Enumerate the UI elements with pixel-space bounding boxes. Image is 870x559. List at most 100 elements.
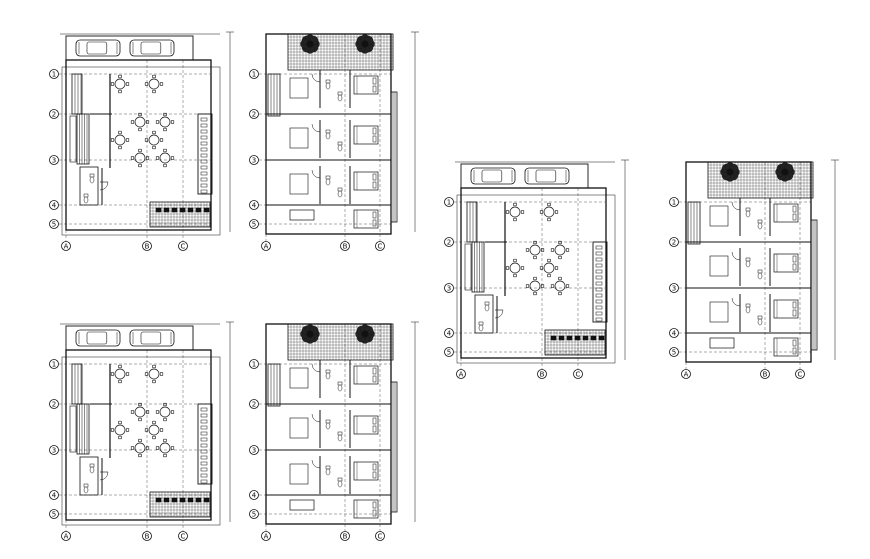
- chair-icon: [505, 266, 510, 270]
- toilet-tank: [337, 141, 343, 146]
- grid-bubble-row-4: 4: [249, 200, 259, 210]
- grid-bubble-row-2: 2: [249, 399, 259, 409]
- grid-bubble-row-3: 3: [444, 283, 454, 293]
- grid-bubble: [49, 200, 59, 210]
- grid-bubble-row-5: 5: [249, 509, 259, 519]
- grid-label: C: [181, 243, 186, 251]
- toilet-icon: [83, 483, 89, 494]
- bar-stool: [200, 437, 208, 442]
- tree-icon: [775, 162, 795, 182]
- toilet-icon: [337, 431, 343, 442]
- chair-icon: [110, 138, 115, 142]
- sofa-icon: [289, 209, 315, 221]
- grid-bubble: [537, 369, 547, 379]
- toilet-icon: [337, 141, 343, 152]
- room-furniture: [709, 301, 729, 323]
- grid-label: 2: [447, 239, 451, 247]
- grid-bubble: [669, 237, 679, 247]
- grid-label: B: [540, 371, 545, 379]
- planter-block: [163, 497, 170, 503]
- grid-bubble-row-1: 1: [249, 359, 259, 369]
- chair-icon: [144, 138, 149, 142]
- chair-icon: [138, 112, 142, 117]
- stair: [687, 201, 701, 245]
- grid-label: 5: [447, 349, 451, 357]
- grid-label: A: [264, 243, 269, 251]
- bar-stool: [595, 257, 603, 262]
- dining-table-icon: [550, 240, 570, 260]
- car-body: [129, 329, 175, 347]
- bar-stool: [200, 135, 208, 140]
- grid-bubble-row-3: 3: [249, 445, 259, 455]
- grid-bubble: [261, 531, 271, 541]
- stair-left: [466, 201, 478, 243]
- dining-table-icon: [155, 438, 175, 458]
- grid-bubble-col-C: C: [178, 241, 188, 251]
- grid-bubble-row-2: 2: [669, 237, 679, 247]
- entrance-terrace: [149, 491, 211, 518]
- pillow: [372, 471, 377, 479]
- site-outline: [61, 66, 221, 236]
- toilet-icon: [757, 219, 763, 230]
- table-top: [114, 368, 126, 380]
- table-top: [159, 406, 171, 418]
- sofa-icon: [289, 499, 315, 511]
- grid-label: A: [64, 243, 69, 251]
- toilet-icon: [745, 207, 751, 218]
- toilet-bowl: [325, 468, 331, 476]
- grid-label: 3: [672, 285, 676, 293]
- chair-icon: [138, 453, 142, 458]
- table-top: [134, 406, 146, 418]
- grid-bubble: [795, 369, 805, 379]
- grid-bubble: [142, 241, 152, 251]
- grid-bubble: [249, 109, 259, 119]
- chair-icon: [163, 402, 167, 407]
- kitchen-counter: [76, 113, 90, 165]
- planter-block: [179, 497, 186, 503]
- grid-bubble: [375, 531, 385, 541]
- bed-frame: [353, 125, 379, 145]
- car-icon: [75, 329, 121, 347]
- door-swing-icon: [99, 471, 109, 481]
- door-arc: [311, 169, 321, 179]
- grid-label: C: [378, 533, 383, 541]
- toilet-bowl: [325, 372, 331, 380]
- chair-icon: [118, 379, 122, 384]
- dining-table-icon: [130, 402, 150, 422]
- bed-frame: [353, 75, 379, 95]
- kitchen-counter: [471, 241, 485, 293]
- chair-icon: [550, 248, 555, 252]
- bar-stool: [595, 245, 603, 250]
- grid-bubble: [249, 155, 259, 165]
- chair-icon: [155, 120, 160, 124]
- toilet-tank: [757, 219, 763, 224]
- grid-bubble: [61, 531, 71, 541]
- chair-icon: [533, 276, 537, 281]
- chair-icon: [145, 156, 150, 160]
- toilet-tank: [325, 129, 331, 134]
- kitchen-counter: [76, 403, 90, 455]
- pillow: [792, 205, 797, 213]
- chair-icon: [130, 156, 135, 160]
- bar-stool: [200, 183, 208, 188]
- grid-label: 3: [52, 447, 56, 455]
- grid-bubble: [49, 445, 59, 455]
- pillow: [372, 367, 377, 375]
- toilet-tank: [83, 193, 89, 198]
- grid-bubble-col-B: B: [537, 369, 547, 379]
- grid-bubble: [178, 531, 188, 541]
- bar-stool: [595, 299, 603, 304]
- chair-icon: [550, 284, 555, 288]
- grid-bubble-col-C: C: [178, 531, 188, 541]
- chair-icon: [159, 82, 164, 86]
- grid-bubble-col-A: A: [61, 241, 71, 251]
- pillow: [372, 77, 377, 85]
- chair-icon: [525, 248, 530, 252]
- table-top: [114, 78, 126, 90]
- pillow: [372, 509, 377, 517]
- tree-core: [306, 330, 314, 338]
- chair-icon: [565, 284, 570, 288]
- toilet-tank: [745, 303, 751, 308]
- planter-block: [179, 207, 186, 213]
